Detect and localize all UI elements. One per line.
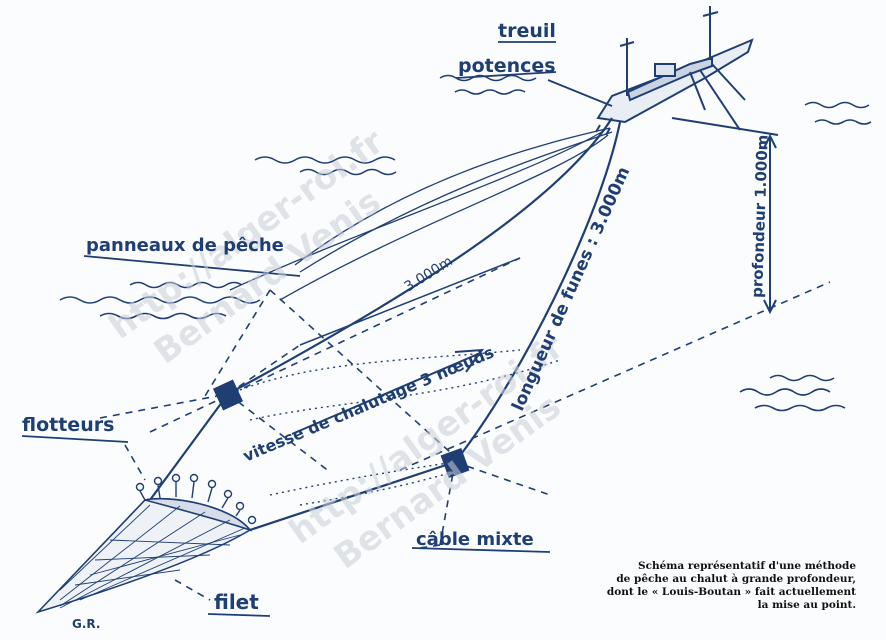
- net-wake: [239, 349, 561, 506]
- floats: [135, 473, 257, 525]
- caption-line-1: Schéma représentatif d'une méthode: [638, 560, 856, 572]
- caption-line-4: la mise au point.: [757, 599, 856, 611]
- caption-line-2: de pêche au chalut à grande profondeur,: [616, 573, 856, 585]
- trawler-ship-icon: [595, 6, 754, 136]
- label-panneaux: panneaux de pêche: [86, 235, 284, 256]
- trawl-net-icon: [35, 473, 257, 614]
- label-profondeur: profondeur 1.000m: [748, 134, 772, 298]
- label-flotteurs: flotteurs: [22, 414, 114, 436]
- seabed-line: [399, 281, 831, 471]
- trawl-cables: [149, 117, 622, 532]
- label-initials: G.R.: [72, 617, 100, 631]
- caption: Schéma représentatif d'une méthode de pê…: [606, 560, 856, 612]
- trawl-door-left-icon: [212, 379, 244, 411]
- distance-tick: [299, 257, 521, 346]
- depth-arrow: [671, 117, 779, 315]
- warp-lines: [229, 127, 613, 301]
- caption-line-3: dont le « Louis-Boutan » fait actuelleme…: [606, 586, 856, 598]
- trawl-door-right-icon: [440, 447, 470, 479]
- seabed-line-left: [149, 257, 521, 433]
- label-cable-mixte: câble mixte: [416, 529, 534, 550]
- label-distance: 3.000m: [402, 253, 456, 295]
- speed-arrow: [291, 348, 485, 435]
- label-filet: filet: [214, 590, 259, 614]
- label-underlines: [21, 41, 613, 617]
- label-potences: potences: [458, 55, 556, 77]
- label-treuil: treuil: [498, 20, 556, 42]
